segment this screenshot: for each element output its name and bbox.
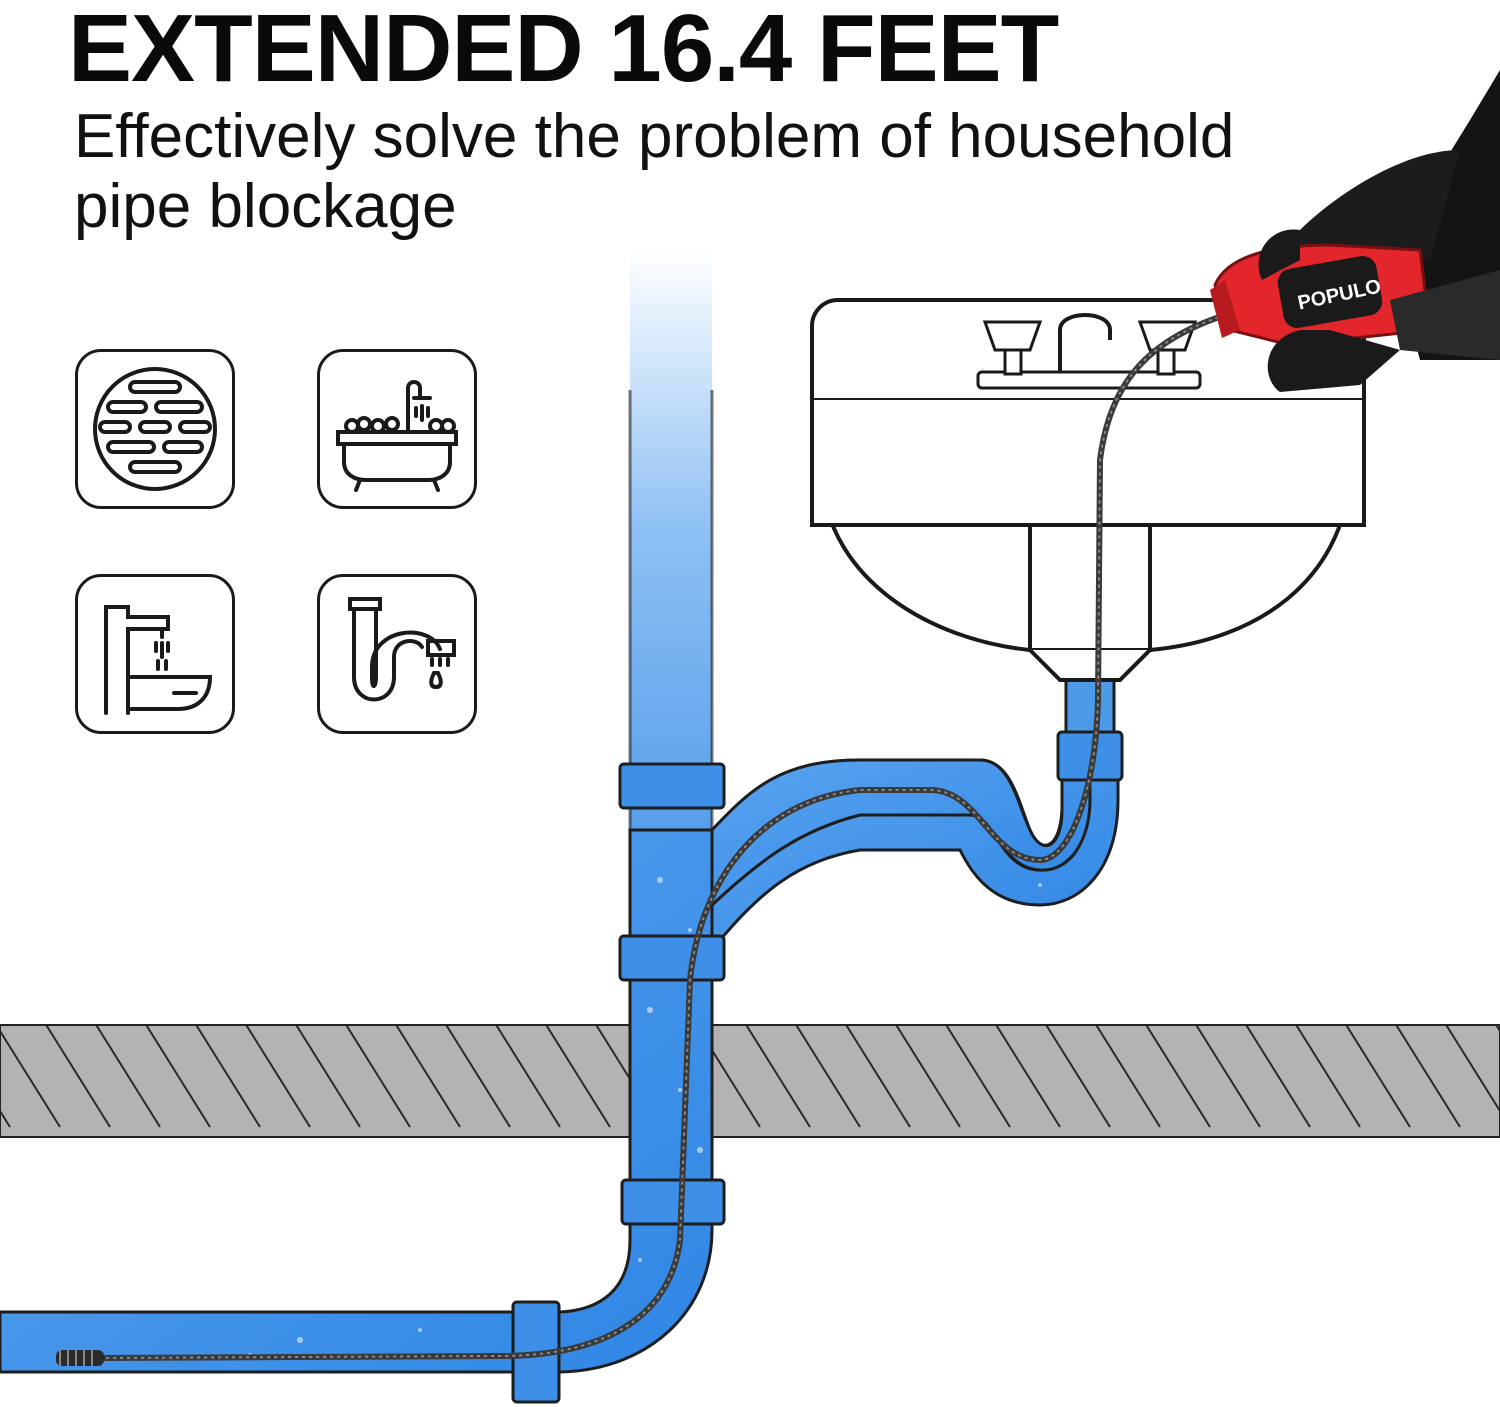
branch-pipe bbox=[710, 678, 1124, 955]
headline: EXTENDED 16.4 FEET bbox=[68, 0, 1059, 102]
sink-illustration bbox=[810, 298, 1366, 682]
bathtub-icon bbox=[317, 349, 477, 509]
drain-auger-cable bbox=[56, 312, 1226, 1366]
subheadline: Effectively solve the problem of househo… bbox=[74, 102, 1235, 241]
sink-faucet-icon bbox=[75, 574, 235, 734]
floor-drain-icon bbox=[75, 349, 235, 509]
floor-section bbox=[0, 1024, 1500, 1138]
drill-tool: POPULO bbox=[1210, 70, 1500, 392]
p-trap-pipe-icon bbox=[317, 574, 477, 734]
